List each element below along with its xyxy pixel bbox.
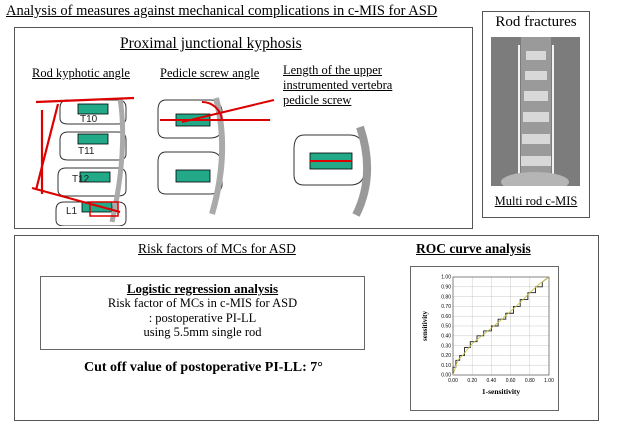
- vertebra-label: T11: [78, 146, 95, 157]
- rod-caption: Multi rod c-MIS: [494, 194, 578, 208]
- rod-angle-diagram: T10 T11 T12 L1: [31, 96, 135, 226]
- vertebra-label: T10: [80, 114, 98, 125]
- logistic-line: : postoperative PI-LL: [148, 310, 257, 325]
- x-axis-label: 1-sensitivity: [482, 387, 521, 396]
- rod-icon: [109, 97, 126, 223]
- y-tick-label: 0.80: [441, 294, 451, 300]
- roc-plot: 0.00 0.10 0.20 0.30 0.40 0.50 0.60 0.70 0.80 0.90…: [421, 275, 554, 396]
- screw-angle-label: Pedicle screw angle: [160, 66, 260, 80]
- y-tick-label: 0.00: [441, 373, 451, 379]
- logistic-line: Risk factor of MCs in c-MIS for ASD: [107, 296, 298, 310]
- rod-icon: [352, 125, 372, 217]
- screw-icon: [77, 103, 113, 213]
- rod-heading: Rod fractures: [495, 14, 577, 30]
- logistic-box: Logistic regression analysis Risk factor…: [40, 276, 365, 350]
- x-tick-label: 0.40: [487, 378, 497, 384]
- plot-frame: [452, 276, 550, 376]
- cutoff-value: Cut off value of postoperative PI-LL: 7°: [84, 360, 323, 375]
- x-tick-label: 0.80: [525, 378, 535, 384]
- x-tick-label: 0.60: [506, 378, 516, 384]
- y-tick-label: 0.60: [441, 314, 451, 320]
- xray-image: [491, 37, 580, 186]
- vertebra-label: L1: [66, 206, 78, 217]
- y-tick-label: 0.90: [441, 285, 451, 291]
- screw-angle-diagram: [157, 97, 275, 215]
- x-tick-label: 1.00: [544, 378, 554, 384]
- page-title: Analysis of measures against mechanical …: [6, 3, 438, 19]
- rod-angle-label: Rod kyphotic angle: [32, 66, 130, 80]
- logistic-line: using 5.5mm single rod: [143, 325, 262, 339]
- x-tick-label: 0.00: [448, 378, 458, 384]
- screw-icon: [309, 152, 353, 170]
- y-tick-label: 1.00: [441, 275, 451, 281]
- y-tick-label: 0.70: [441, 304, 451, 310]
- roc-series-line: [452, 276, 550, 376]
- risk-heading: Risk factors of MCs for ASD: [138, 241, 296, 256]
- y-axis-label: sensitivity: [421, 311, 429, 341]
- roc-series-line: [452, 276, 550, 375]
- y-tick-label: 0.20: [441, 353, 451, 359]
- roc-heading: ROC curve analysis: [416, 241, 531, 256]
- pjk-heading: Proximal junctional kyphosis: [120, 35, 302, 52]
- y-tick-label: 0.30: [441, 343, 451, 349]
- screw-icon: [175, 113, 211, 183]
- y-tick-label: 0.40: [441, 334, 451, 340]
- x-tick-label: 0.20: [467, 378, 477, 384]
- roc-chart: 0.00 0.10 0.20 0.30 0.40 0.50 0.60 0.70 0.80 0.90…: [410, 266, 559, 411]
- y-tick-label: 0.10: [441, 363, 451, 369]
- spine-xray: [491, 37, 580, 186]
- vertebra-label: T12: [72, 174, 90, 185]
- logistic-heading: Logistic regression analysis: [126, 281, 279, 296]
- uiv-length-diagram: [293, 125, 372, 217]
- uiv-length-label: Length of the upper instrumented vertebr…: [283, 63, 393, 107]
- y-tick-label: 0.50: [441, 324, 451, 330]
